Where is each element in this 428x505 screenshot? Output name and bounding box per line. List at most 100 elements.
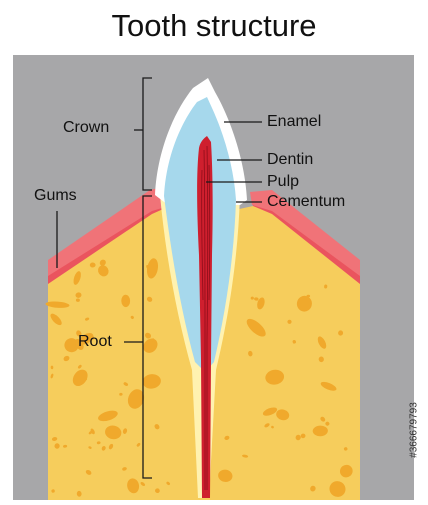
stock-id-text: #366679793 [408, 402, 420, 458]
bone-spot [96, 441, 101, 445]
gums-label: Gums [34, 187, 77, 204]
pulp-nerve-line [206, 145, 209, 490]
bone-spot [63, 444, 68, 448]
bone-spot [250, 296, 254, 300]
bone-spot [130, 315, 134, 320]
bone-spot [105, 425, 122, 440]
bone-spot [140, 482, 146, 486]
bone-spot [296, 295, 312, 312]
bone-spot [63, 355, 70, 362]
bone-spot [317, 336, 327, 349]
bone-spot [324, 284, 328, 289]
bone-spot [79, 333, 94, 345]
bone-spot [292, 340, 297, 344]
bone-spot [300, 433, 306, 439]
crown-label: Crown [63, 119, 110, 136]
bone-spot [295, 434, 301, 441]
root-label: Root [78, 333, 112, 350]
bone-spot [257, 297, 265, 310]
bone-spot [88, 335, 95, 341]
pulp-nerve-line [203, 149, 206, 490]
enamel-label: Enamel [267, 113, 322, 130]
bone-spot [121, 294, 131, 308]
bone-spot [76, 330, 82, 337]
dentin-label: Dentin [267, 151, 314, 168]
bone-spot [276, 409, 290, 421]
bone-spot [50, 373, 54, 379]
bone-spot [248, 350, 253, 357]
bone-spot [146, 258, 159, 279]
root-bracket [142, 195, 152, 479]
bone-spot [264, 423, 270, 428]
bone-spot [320, 381, 337, 391]
bone-spot [312, 425, 328, 437]
bone-spot [339, 464, 353, 478]
bone-spot [246, 318, 266, 337]
diagram-title: Tooth structure [111, 8, 317, 43]
bone-spot [98, 265, 109, 277]
bone-spot [146, 296, 153, 302]
bone-spot [224, 435, 230, 441]
bone-spot [242, 454, 249, 458]
bone-spot [101, 445, 106, 451]
bone-spot [99, 259, 106, 266]
bone-spot [85, 469, 92, 475]
bone-spot [88, 446, 92, 449]
bone-spot [265, 369, 285, 385]
bone-spot [154, 424, 160, 430]
bone-spot [108, 443, 114, 450]
bone-spot [84, 317, 90, 321]
bone-spot [338, 330, 344, 336]
bone-texture-spots [45, 258, 353, 497]
bone-spot [51, 437, 58, 441]
bone-spot [262, 407, 278, 416]
bone-spot [73, 271, 81, 285]
bone-spot [123, 382, 129, 386]
bone-spot [122, 428, 128, 434]
measurement-brackets [56, 77, 262, 479]
bone-spot [76, 490, 82, 497]
bone-spot [75, 298, 80, 302]
bone-spot [320, 416, 326, 422]
bone-spot [136, 442, 141, 447]
pulp-label: Pulp [267, 173, 300, 190]
bone-spot [142, 374, 161, 389]
pulp-nerve-line [201, 169, 204, 301]
bone-spot [75, 292, 82, 298]
bone-spot [144, 332, 152, 339]
bone-spot [127, 389, 145, 409]
gums-tissue [48, 185, 360, 276]
bone-spot [218, 469, 233, 482]
cementum-label: Cementum [267, 193, 346, 210]
bone-spot [50, 365, 54, 370]
bone-spot [166, 481, 170, 486]
bone-spot [325, 421, 330, 426]
bone-spot [90, 428, 95, 435]
bone-spot [287, 319, 292, 324]
bone-spot [271, 425, 274, 429]
bone-spot [155, 488, 160, 494]
stock-id-watermark: #366679793 [404, 380, 424, 480]
pulp-nerve-lines [201, 145, 211, 490]
bone-spot [45, 301, 70, 308]
bone-spot [127, 478, 140, 494]
bone-spot [151, 338, 155, 343]
crown-bracket [142, 77, 152, 191]
pulp-nerve-line [208, 164, 211, 301]
bone-spot [98, 410, 118, 422]
bone-spot [318, 356, 324, 363]
bone-spot [329, 481, 346, 497]
bone-spot [122, 467, 127, 471]
bone-spot [54, 443, 60, 449]
bone-spot [50, 313, 62, 326]
bone-spot [254, 297, 259, 301]
bone-spot [77, 364, 82, 369]
bone-spot [51, 489, 55, 493]
bone-spot [72, 369, 88, 386]
bone-spot [119, 392, 123, 396]
bone-spot [343, 447, 348, 451]
bone-spot [310, 485, 316, 492]
bone-spot [89, 262, 96, 268]
